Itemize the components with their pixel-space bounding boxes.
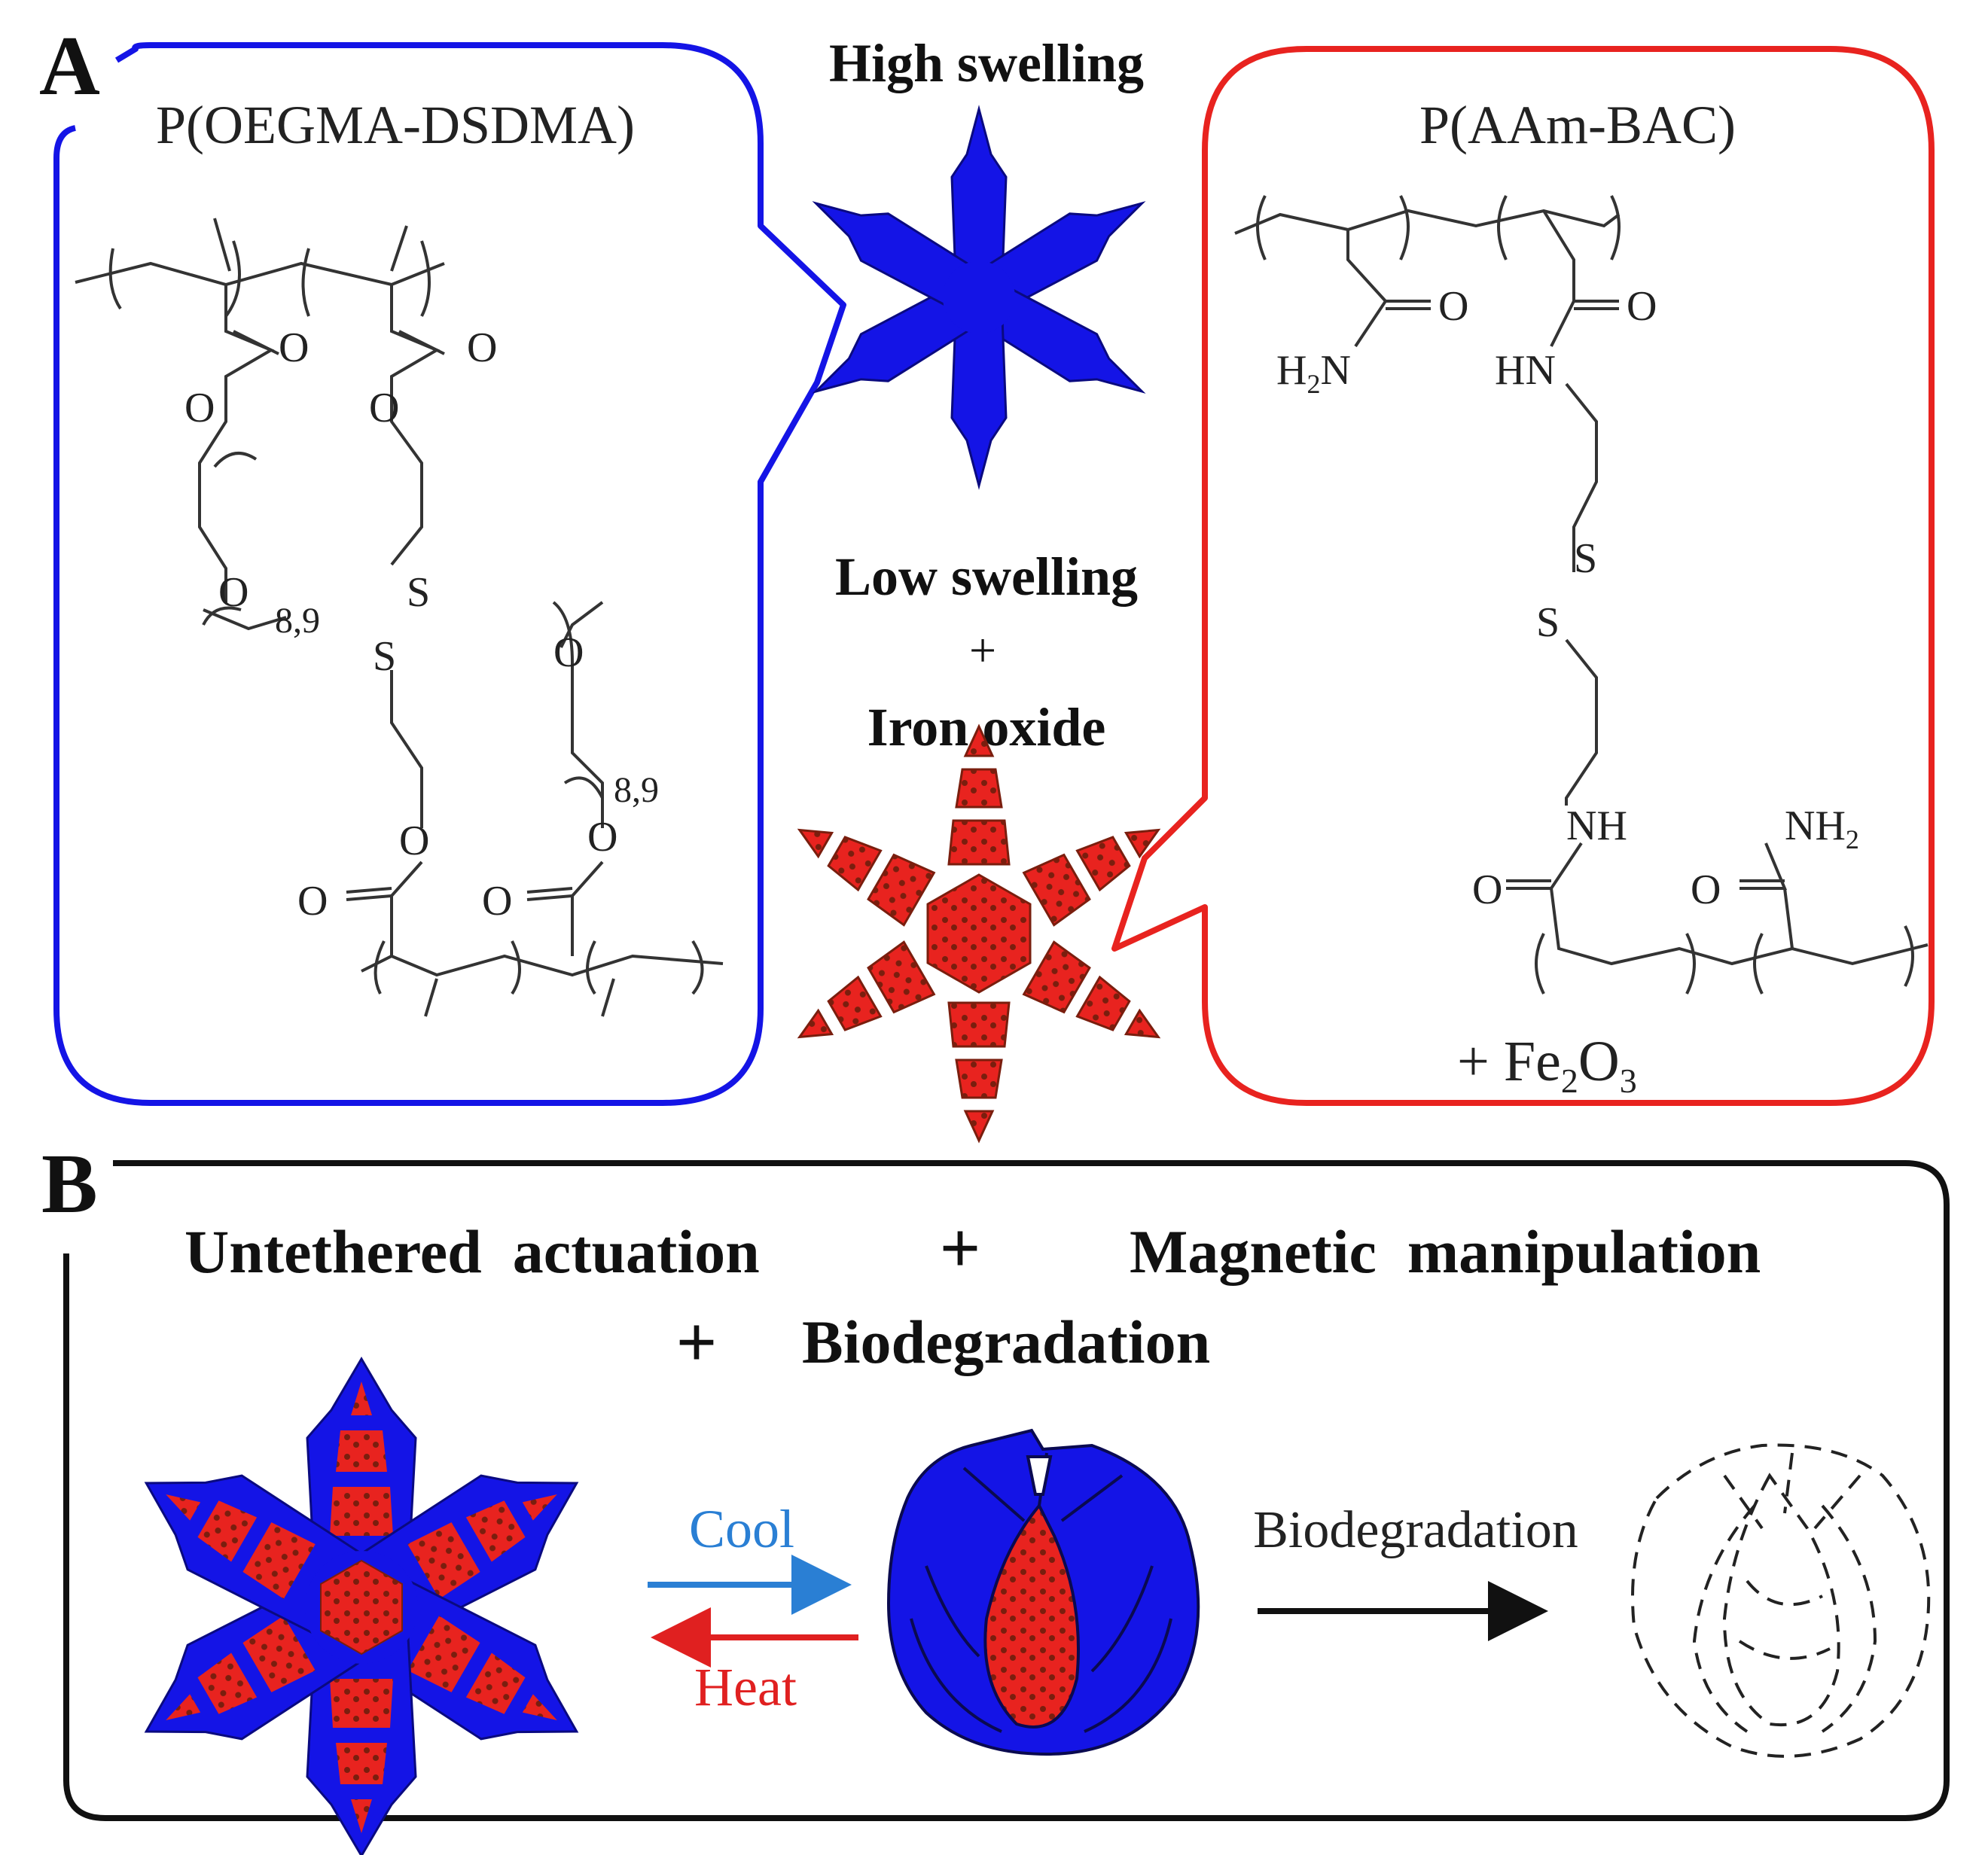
atom-s: S [1536, 599, 1560, 646]
atom-o: O [218, 569, 248, 616]
atom-o: O [369, 385, 399, 431]
atom-o: O [1627, 283, 1657, 330]
atom-o: O [553, 629, 584, 676]
atom-o: O [482, 878, 512, 924]
left-callout-box [53, 42, 846, 1106]
atom-s: S [373, 633, 396, 680]
high-swelling-label: High swelling [829, 33, 1144, 93]
folded-gripper [886, 1428, 1200, 1756]
degraded-gripper [1631, 1443, 1931, 1758]
atom-o: O [467, 324, 497, 371]
atom-o: O [1472, 867, 1502, 913]
atom-s: S [1574, 535, 1597, 582]
atom-o: O [184, 385, 215, 431]
amine-h2n: H2N [1276, 347, 1351, 399]
aam-bac-atoms: O O H2N HN S S NH NH2 O O [1276, 283, 1859, 913]
cool-label: Cool [689, 1499, 794, 1559]
untethered-actuation-label: Untethered actuation [184, 1217, 760, 1286]
repeat-index: 8,9 [275, 601, 320, 641]
oegma-dsdma-atoms: O O O O O 8,9 S S O 8,9 O O O O [184, 324, 659, 924]
fe2o3-label: + Fe2O3 [1457, 1030, 1637, 1100]
oegma-dsdma-structure [75, 218, 724, 1017]
heat-label: Heat [694, 1657, 797, 1717]
magnetic-manipulation-label: Magnetic manipulation [1130, 1217, 1761, 1286]
atom-o: O [1438, 283, 1468, 330]
left-polymer-title: P(OEGMA-DSDMA) [156, 95, 635, 155]
repeat-index: 8,9 [614, 770, 659, 810]
atom-o: O [1691, 867, 1721, 913]
panel-b-frame [63, 1160, 1950, 1821]
panel-a: A P(OEGMA-DSDMA) P(AAm-BAC) [39, 20, 1935, 1142]
low-swelling-label: Low swelling [835, 547, 1138, 607]
biodegradation-arrow-label: Biodegradation [1253, 1501, 1578, 1559]
amine-nh2: NH2 [1785, 803, 1859, 854]
low-swelling-star [783, 723, 1175, 1142]
composite-star-flat [144, 1357, 579, 1855]
plus-sign: + [940, 1208, 981, 1288]
atom-o: O [297, 878, 328, 924]
panel-a-label: A [39, 20, 100, 113]
amide-hn: HN [1495, 347, 1556, 394]
high-swelling-star [800, 105, 1157, 487]
panel-b-label: B [41, 1138, 98, 1231]
panel-b: B Untethered actuation + Magnetic manipu… [41, 1138, 1950, 1855]
aam-bac-structure [1234, 195, 1929, 995]
plus-sign-small: + [969, 623, 996, 677]
plus-sign: + [676, 1302, 718, 1382]
right-polymer-title: P(AAm-BAC) [1419, 95, 1736, 155]
right-callout-box [1111, 46, 1935, 1106]
biodegradation-title: Biodegradation [802, 1308, 1210, 1376]
atom-s: S [407, 569, 430, 616]
atom-o: O [587, 814, 617, 860]
atom-o: O [399, 818, 429, 864]
atom-o: O [279, 324, 309, 371]
amide-nh: NH [1566, 803, 1627, 849]
